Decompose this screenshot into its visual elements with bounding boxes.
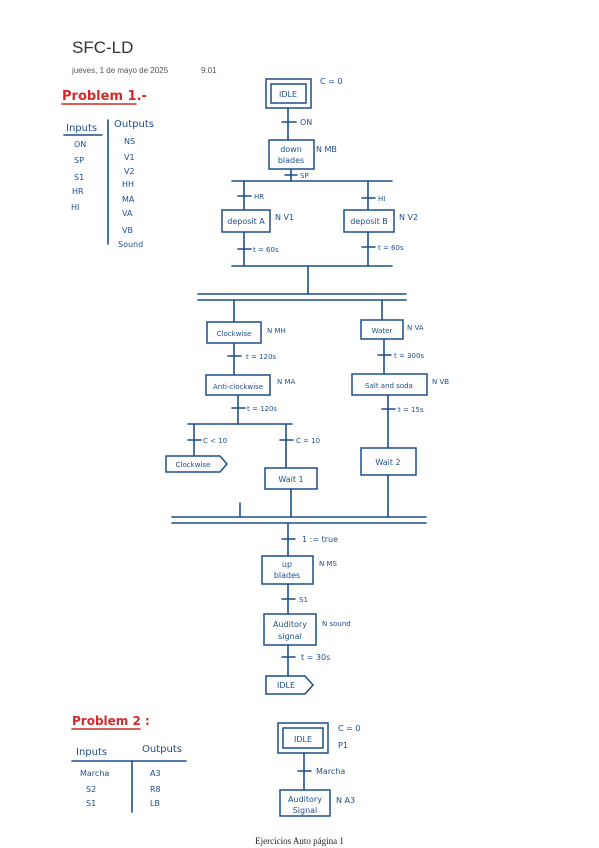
step-auditory-label: Auditory	[273, 620, 307, 629]
problem2-sfc: IDLE C = 0 P1 Marcha Auditory Signal N A…	[277, 722, 360, 817]
page-time: 9:01	[201, 66, 217, 75]
transition-hi-label: HI	[378, 195, 385, 203]
output-cell: A3	[150, 769, 161, 778]
output-cell: Sound	[118, 240, 143, 249]
step-deposit-a-label: deposit A	[227, 217, 265, 226]
transition-c-eq-label: C = 10	[296, 437, 320, 445]
step-auditory-label: signal	[278, 632, 302, 641]
page-footer: Ejercicios Auto página 1	[255, 836, 344, 846]
transition-15-label: t = 15s	[398, 406, 424, 414]
problem2-heading: Problem 2 :	[72, 714, 150, 728]
input-cell: SP	[74, 156, 84, 165]
step-auditory-action: N sound	[322, 620, 351, 628]
step-water	[360, 319, 404, 340]
step-down-label: down	[280, 145, 302, 154]
step-salt-label: Salt and soda	[365, 382, 413, 390]
problem1-sfc: IDLE C = 0 ON down blades N MB SP HR HI …	[165, 77, 449, 695]
step-up-action: N MS	[319, 560, 338, 568]
output-cell: HH	[122, 180, 134, 189]
page-date: jueves, 1 de mayo de 2025	[72, 66, 169, 75]
step-idle-action: C = 0	[338, 724, 360, 733]
transition-120-b-label: t = 120s	[247, 405, 277, 413]
output-cell: VA	[122, 209, 133, 218]
step-deposit-b-label: deposit B	[350, 217, 388, 226]
transition-on-label: ON	[300, 118, 312, 127]
output-cell: V2	[124, 167, 135, 176]
step-idle-action: C = 0	[320, 77, 342, 86]
step-wait2-label: Wait 2	[375, 458, 400, 467]
output-cell: LB	[150, 799, 160, 808]
step-auditory	[263, 613, 317, 646]
step-salt-soda	[351, 373, 428, 396]
input-cell: HR	[72, 187, 84, 196]
inputs-header: Inputs	[76, 747, 107, 758]
step-idle-label: IDLE	[294, 735, 312, 744]
transition-300-label: t = 300s	[394, 352, 424, 360]
step-idle-inner	[270, 83, 307, 104]
step-clockwise-label: Clockwise	[217, 330, 252, 338]
page-title: SFC-LD	[72, 38, 134, 57]
transition-hr-label: HR	[254, 193, 264, 201]
jump-clockwise	[165, 455, 228, 473]
transition-60-a-label: t = 60s	[253, 246, 279, 254]
step-up-label: blades	[274, 571, 300, 580]
step-idle-inner	[282, 727, 324, 749]
transition-c-less-label: C < 10	[203, 437, 227, 445]
step-auditory	[279, 789, 331, 817]
jump-clockwise-label: Clockwise	[176, 461, 211, 469]
transition-30-label: t = 30s	[301, 653, 330, 662]
step-water-action: N VA	[407, 324, 424, 332]
problem2-io-table: Inputs Outputs Marcha S2 S1 A3 R8 LB	[71, 744, 187, 813]
input-cell: S1	[86, 799, 96, 808]
transition-120-a-label: t = 120s	[246, 353, 276, 361]
step-auditory-label: Signal	[293, 806, 318, 815]
step-down-label: blades	[278, 156, 304, 165]
input-cell: S2	[86, 785, 96, 794]
output-cell: NS	[124, 137, 135, 146]
step-deposit-a-action: N V1	[275, 213, 294, 222]
step-up-label: up	[282, 560, 292, 569]
step-idle-action: P1	[338, 741, 348, 750]
transition-s1-label: S1	[299, 596, 308, 604]
step-auditory-action: N A3	[336, 796, 355, 805]
inputs-header: Inputs	[66, 123, 97, 134]
step-wait1-label: Wait 1	[278, 475, 303, 484]
outputs-header: Outputs	[114, 119, 154, 130]
transition-marcha-label: Marcha	[316, 767, 345, 776]
step-anti-action: N MA	[277, 378, 296, 386]
output-cell: VB	[122, 226, 133, 235]
output-cell: V1	[124, 153, 135, 162]
transition-sp-label: SP	[300, 172, 309, 180]
transition-true-label: 1 := true	[302, 535, 338, 544]
output-cell: R8	[150, 785, 161, 794]
jump-idle-label: IDLE	[277, 681, 295, 690]
step-salt-action: N VB	[432, 378, 449, 386]
input-cell: Marcha	[80, 769, 109, 778]
input-cell: ON	[74, 140, 86, 149]
input-cell: HI	[71, 203, 79, 212]
step-deposit-a	[221, 209, 271, 233]
step-auditory-label: Auditory	[288, 795, 322, 804]
input-cell: S1	[74, 173, 84, 182]
step-down-action: N MB	[316, 145, 337, 154]
step-clockwise-action: N MH	[267, 327, 286, 335]
step-deposit-b-action: N V2	[399, 213, 418, 222]
problem1-io-table: Inputs Outputs ON SP S1 HR HI NS V1 V2 H…	[63, 119, 154, 249]
step-deposit-b	[343, 209, 395, 233]
problem1-heading: Problem 1.-	[62, 89, 147, 104]
step-anti-label: Anti-clockwise	[213, 383, 263, 391]
step-water-label: Water	[372, 327, 393, 335]
step-down-blades	[268, 139, 315, 170]
jump-idle	[265, 675, 315, 695]
outputs-header: Outputs	[142, 744, 182, 755]
step-idle-label: IDLE	[279, 90, 297, 99]
output-cell: MA	[122, 195, 135, 204]
transition-60-b-label: t = 60s	[378, 244, 404, 252]
